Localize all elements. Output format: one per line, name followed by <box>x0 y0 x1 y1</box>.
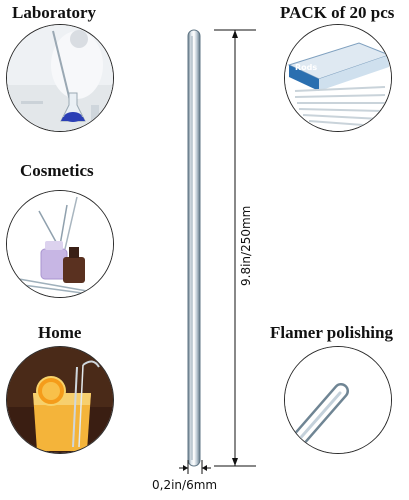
package-brand-text: Rods <box>295 63 317 72</box>
flamer-polishing-image <box>284 346 392 454</box>
laboratory-label: Laboratory <box>12 3 97 22</box>
home-image <box>6 346 114 454</box>
length-label: 9.8in/250mm <box>239 205 253 286</box>
pack-image: Rods <box>284 24 392 132</box>
cosmetics-image <box>6 190 114 298</box>
cosmetics-label: Cosmetics <box>20 161 94 180</box>
flamer-polishing-label: Flamer polishing <box>270 323 393 342</box>
length-dimension-line <box>214 29 256 467</box>
laboratory-image <box>6 24 114 132</box>
pack-label: PACK of 20 pcs <box>280 3 395 22</box>
home-label: Home <box>38 323 82 342</box>
diameter-dimension-line <box>179 460 211 474</box>
glass-rod <box>187 29 201 467</box>
diameter-label: 0,2in/6mm <box>152 478 218 492</box>
